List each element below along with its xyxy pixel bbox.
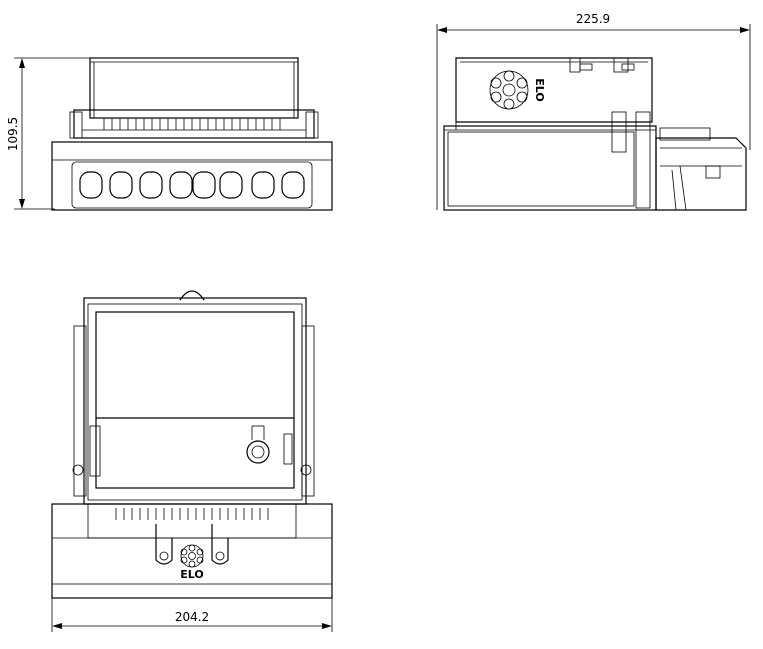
logo-side-text: ELO [533, 78, 546, 101]
front-view: 109.5 [6, 57, 333, 211]
dimension-length: 225.9 [436, 12, 751, 210]
front-ribs [103, 118, 281, 130]
logo-top-text: ELO [180, 568, 203, 581]
top-vents [115, 508, 269, 520]
dimension-width: 204.2 [51, 598, 333, 632]
dimension-height: 109.5 [6, 57, 90, 210]
dimension-width-label: 204.2 [175, 610, 209, 624]
dimension-height-label: 109.5 [6, 117, 20, 151]
terminal-holes [79, 171, 305, 199]
logo-top: ELO [180, 544, 204, 581]
logo-side: ELO [489, 70, 546, 110]
side-view: 225.9 ELO [436, 12, 751, 211]
dimension-length-label: 225.9 [576, 12, 610, 26]
top-view: ELO 204.2 [51, 290, 333, 632]
